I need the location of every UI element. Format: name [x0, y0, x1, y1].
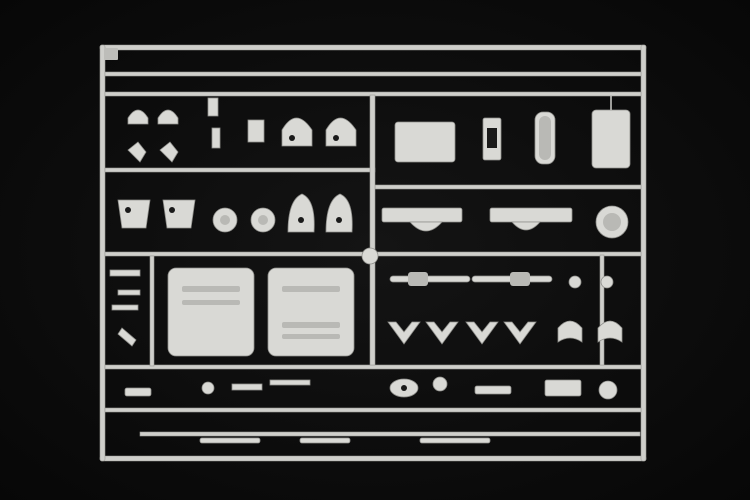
- hinge-parts: [117, 193, 353, 233]
- door-panels: [167, 247, 379, 357]
- v-shaped-parts: [387, 320, 623, 345]
- outer-runner-frame: [99, 44, 647, 462]
- linkage-parts: [109, 269, 141, 347]
- dome-parts: [281, 117, 357, 147]
- sprue-tag: [104, 48, 118, 60]
- small-cap-parts: [127, 97, 265, 163]
- sprue-gate-hub: [361, 247, 379, 265]
- shaft-parts: [389, 272, 614, 289]
- bracket-parts: [381, 205, 629, 239]
- small-fitting-parts: [124, 376, 618, 444]
- panel-parts: [394, 96, 631, 169]
